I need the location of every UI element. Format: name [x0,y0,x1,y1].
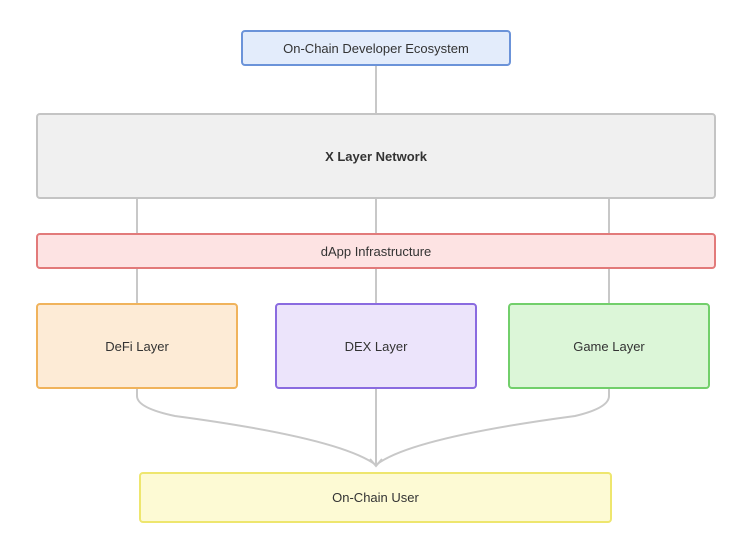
node-defi-layer: DeFi Layer [36,303,238,389]
node-x-layer-network: X Layer Network [36,113,716,199]
node-dex-layer: DEX Layer [275,303,477,389]
node-game-layer: Game Layer [508,303,710,389]
node-dapp-infrastructure: dApp Infrastructure [36,233,716,269]
node-label: Game Layer [573,338,645,354]
node-label: dApp Infrastructure [320,243,432,259]
edge-defi-to-user [136,389,377,466]
node-label: DEX Layer [344,338,408,354]
arrowhead-icon [369,458,383,468]
node-on-chain-developer-ecosystem: On-Chain Developer Ecosystem [241,30,511,66]
node-label: DeFi Layer [105,338,169,354]
node-on-chain-user: On-Chain User [139,472,612,523]
edge-game-to-user [375,389,610,466]
node-label: X Layer Network [325,148,427,164]
node-label: On-Chain User [332,490,419,505]
node-label: On-Chain Developer Ecosystem [283,40,469,56]
